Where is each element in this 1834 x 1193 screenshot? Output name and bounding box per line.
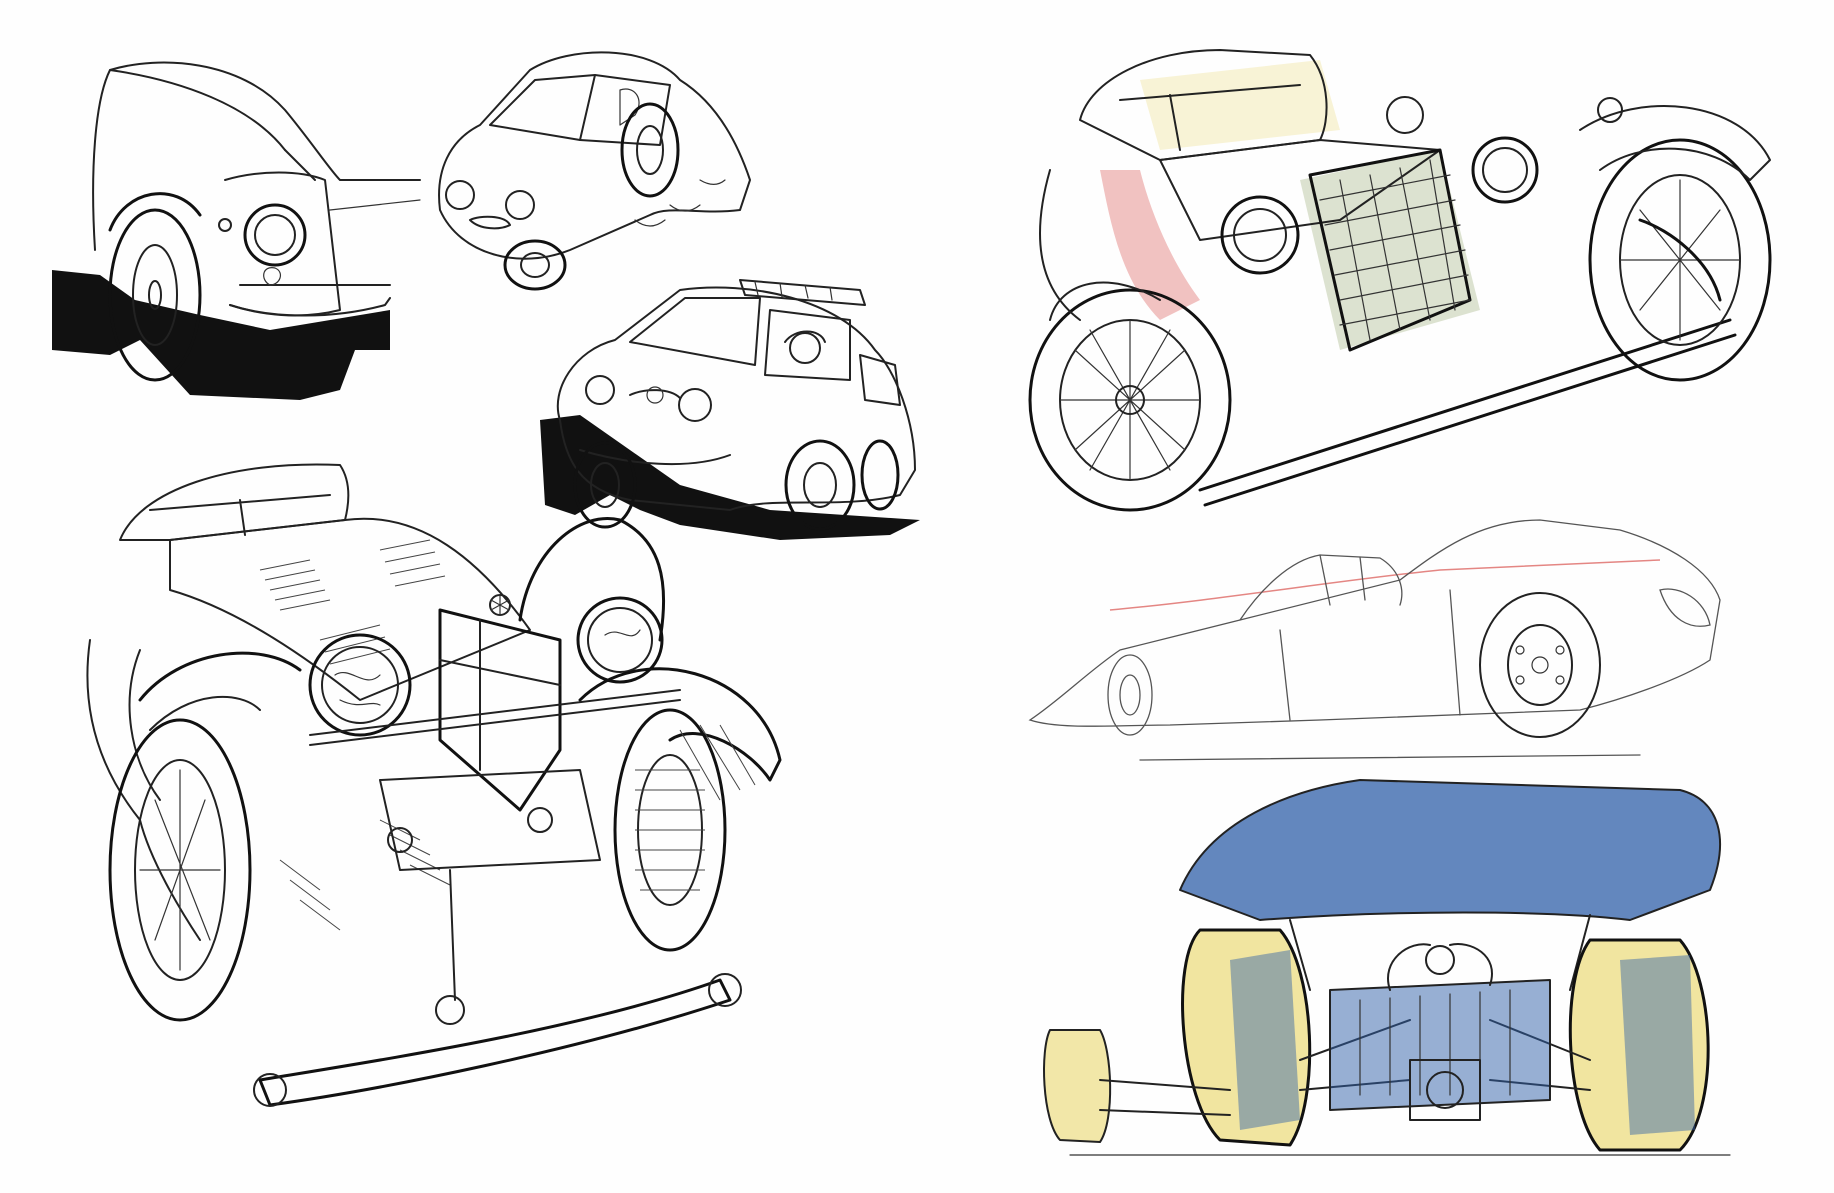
sketch-sports-car-side: [1028, 519, 1721, 761]
sketch-cartoon-fiat: [540, 279, 920, 540]
sketch-vintage-roadster: [86, 463, 782, 1107]
sketch-colored-vintage-car: [1028, 49, 1772, 512]
sketch-car-closeup: [52, 61, 421, 400]
sketch-formula-race-car: [1043, 779, 1731, 1156]
sketch-cartoon-car-jump: [438, 51, 751, 291]
